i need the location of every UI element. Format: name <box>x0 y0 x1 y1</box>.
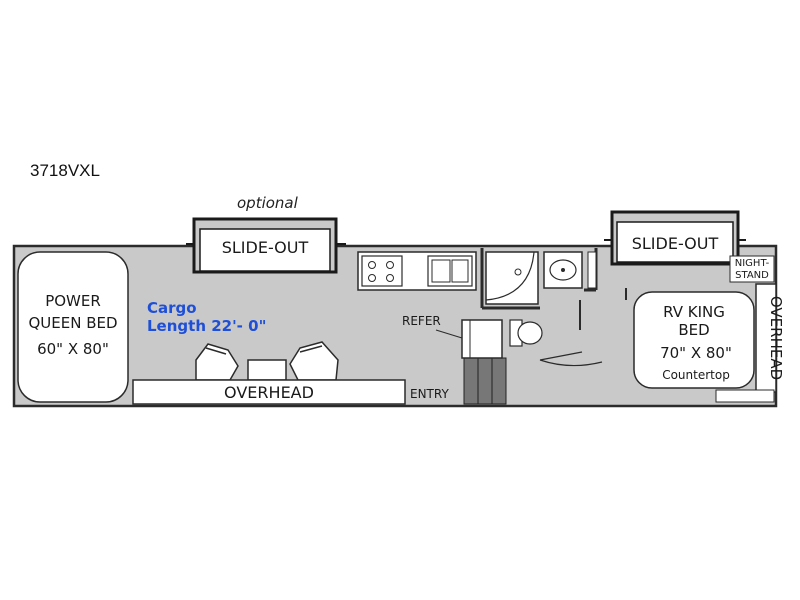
entry-steps <box>463 357 507 405</box>
countertop-label: Countertop <box>662 368 730 382</box>
nightstand-line1: NIGHT- <box>735 258 770 269</box>
refer-label: REFER <box>402 314 441 328</box>
king-bed-line3: 70" X 80" <box>660 344 732 362</box>
power-bed-line1: POWER <box>45 292 101 310</box>
slideout-optional-note: optional <box>237 194 299 212</box>
power-bed-line2: QUEEN BED <box>28 314 117 332</box>
bath-door-swing <box>539 351 603 367</box>
power-bed-line3: 60" X 80" <box>37 340 109 358</box>
bathroom-sink <box>543 251 583 289</box>
cooktop <box>361 255 403 287</box>
overhead-bottom-label: OVERHEAD <box>224 383 314 402</box>
slide-out-right-label: SLIDE-OUT <box>632 234 719 253</box>
overhead-cabinet-side: OVERHEAD <box>755 283 785 393</box>
cargo-label: Cargo <box>147 299 197 317</box>
rv-king-bed: RV KING BED 70" X 80" Countertop <box>633 291 755 389</box>
king-bed-line2: BED <box>678 321 709 339</box>
overhead-side-label: OVERHEAD <box>767 296 785 380</box>
countertop-strip <box>715 389 775 403</box>
power-queen-bed: POWER QUEEN BED 60" X 80" <box>17 251 129 403</box>
shower <box>485 251 539 305</box>
overhead-cabinet-bottom: OVERHEAD <box>132 379 406 405</box>
slide-out-right: SLIDE-OUT <box>604 210 746 266</box>
slide-out-left: SLIDE-OUT <box>186 217 346 274</box>
refrigerator <box>461 319 503 359</box>
cargo-length-label: Length 22'- 0" <box>147 317 266 335</box>
nightstand: NIGHT- STAND <box>729 255 775 283</box>
entry-label: ENTRY <box>410 387 449 401</box>
toilet <box>509 319 543 347</box>
kitchen-counter <box>357 251 477 291</box>
closet-door <box>587 251 597 289</box>
slide-out-left-label: SLIDE-OUT <box>222 238 309 257</box>
nightstand-line2: STAND <box>735 270 769 281</box>
model-name: 3718VXL <box>30 161 100 180</box>
king-bed-line1: RV KING <box>663 303 725 321</box>
